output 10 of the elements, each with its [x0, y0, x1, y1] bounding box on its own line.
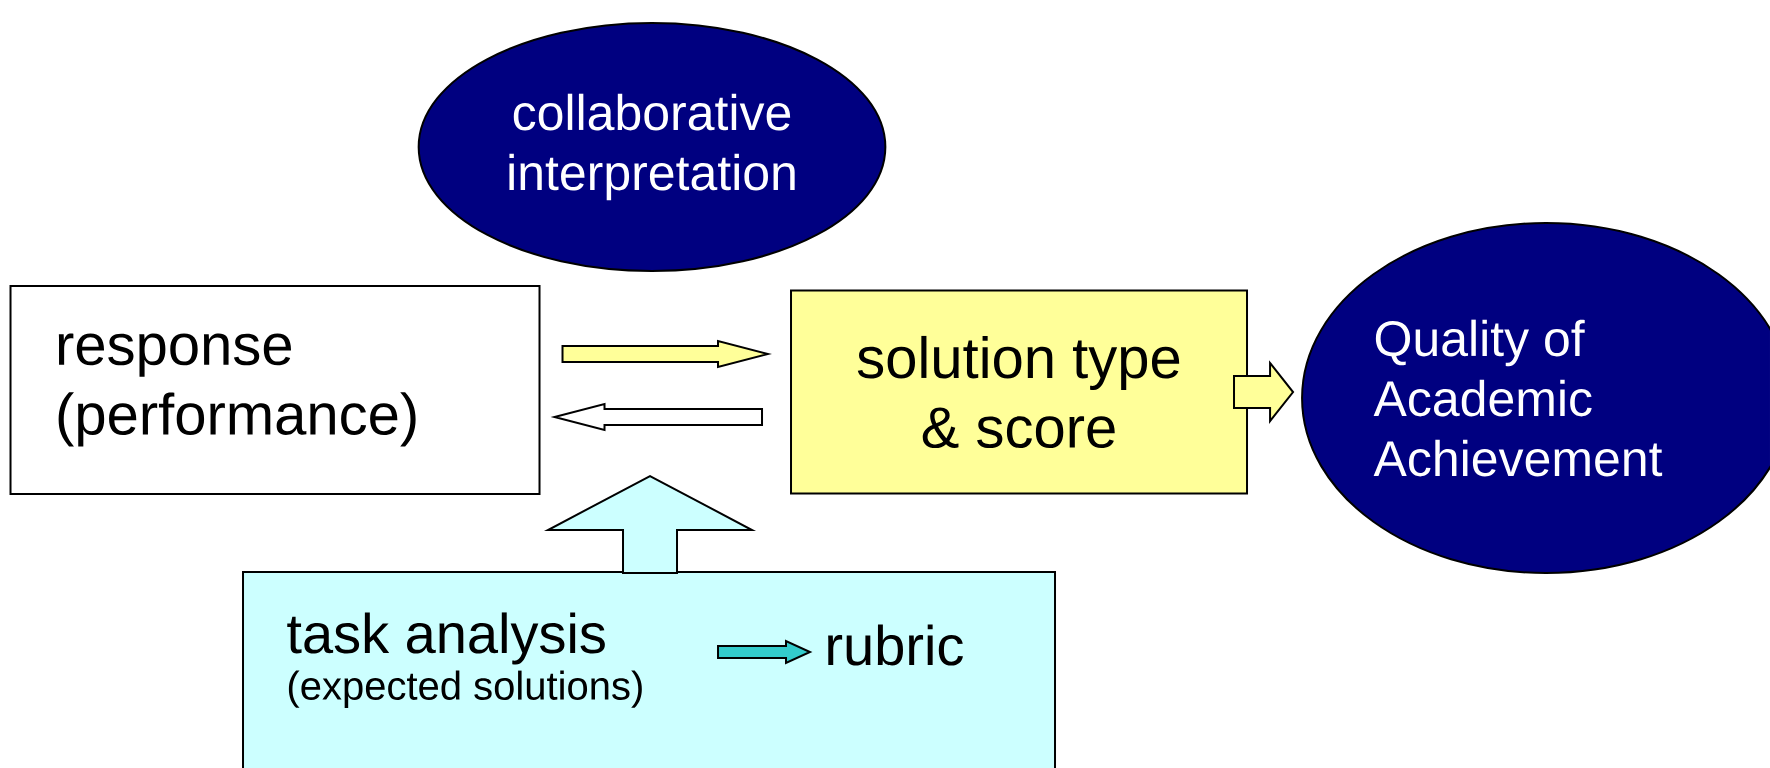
block-arrow — [717, 639, 813, 665]
block-arrow — [550, 402, 763, 432]
score-box: solution type & score — [790, 289, 1248, 495]
task-analysis-text: task analysis (expected solutions) — [287, 612, 642, 708]
block-arrow — [561, 339, 772, 369]
response-box: response (performance) — [9, 285, 541, 495]
analysis-panel — [242, 571, 1056, 768]
block-arrow — [544, 474, 757, 574]
rubric-text: rubric — [828, 624, 963, 666]
block-arrow — [1233, 360, 1295, 424]
